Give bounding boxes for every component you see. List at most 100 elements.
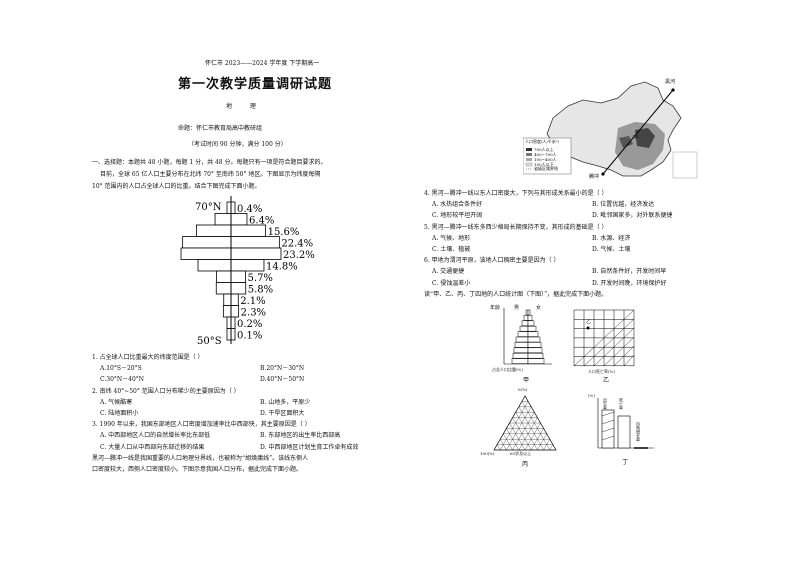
left-question-line: A.10°S－20°S B.20°N－30°N <box>92 363 412 374</box>
pyramid-bar <box>521 320 529 327</box>
school-year-line: 怀仁市 2023——2024 学年度 下学期高一 <box>205 60 320 67</box>
grid-diagonal <box>573 309 635 367</box>
ding-bar2-label: 死亡率 <box>619 398 624 410</box>
pyramid-chart-jia <box>503 308 552 365</box>
triangle-grid-line <box>503 433 513 451</box>
latitude-bar-label: 2.3% <box>241 308 266 319</box>
right-question-text: 读“甲、乙、丙、丁四地的人口统计图（下图）”，据此完成下面小题。 <box>424 290 608 298</box>
latitude-bar-label: 6.4% <box>249 216 274 227</box>
latitude-bar-label: 0.1% <box>237 331 262 342</box>
exam-time: （考试时间 90 分钟，满分 100 分） <box>188 141 287 148</box>
yi-point-label: 乙 <box>586 319 592 325</box>
latitude-bar-label: 5.8% <box>248 285 273 296</box>
left-question-text: A. 中西部地区人口的自然增长率比东部低 <box>100 432 211 440</box>
right-question-text: 4. 黑河—腾冲一线以东人口密度大，下列与其形成关系最小的是（ ） <box>424 190 608 197</box>
yi-point <box>586 326 590 330</box>
china-population-map: 黑河 腾冲 甲 人口密度(人/千米²) 700人以上 400~700人 100~… <box>522 78 701 186</box>
caption-yi: 乙 <box>603 377 610 384</box>
questions-left: 1. 占全球人口比重最大的纬度范围是（ ） A.10°S－20°S B.20°N－3… <box>92 352 412 475</box>
latitude-bar-label: 23.2% <box>283 250 315 261</box>
ding-bar1-label: 出生率 <box>603 398 608 410</box>
grid-diagonal <box>613 345 635 367</box>
pyramid-female: 女 <box>536 305 542 311</box>
author: 命题：怀仁市教育局高中教研组 <box>178 125 263 132</box>
pyramid-xlabel: 占总人口比重(%) <box>492 367 523 372</box>
right-question-option-b: D. 气候、土壤 <box>592 245 631 253</box>
pyramid-bar <box>512 352 529 359</box>
left-question-option-b: B. 东部地区的出生率比西部高 <box>260 432 341 440</box>
latitude-bar-label: 22.4% <box>281 239 313 250</box>
left-question-option-b: B.20°N－30°N <box>260 365 305 373</box>
left-question-text: A.10°S－20°S <box>100 365 142 373</box>
bing-bottom: 65岁及以上 <box>510 451 532 456</box>
left-question-text: 黑河—腾冲一线是我国重要的人口地理分界线，也被称为“胡焕庸线”。该线东侧人 <box>92 454 309 462</box>
right-question-option-b: B. 位置优越，经济发达 <box>592 201 655 209</box>
left-question-text: C. 大量人口从中西部向东部迁移的结果 <box>100 443 205 451</box>
pyramid-bar <box>527 336 541 343</box>
latitude-bar-label: 14.8% <box>266 262 298 273</box>
left-question-text: 3. 1990 年以来，我国东部地区人口密度增加速率比中西部快，其主要原因是（ … <box>92 421 311 429</box>
right-question-option-b: B. 自然条件好，开发时间早 <box>592 268 667 276</box>
right-question-text: 5. 黑河—腾冲一线东多西少格局长期保持不变，其形成的基础是（ ） <box>424 223 608 231</box>
latitude-bar-label: 2.1% <box>240 296 265 307</box>
pyramid-bar <box>514 342 529 348</box>
intro-line-2: 10° 范围内的人口占全球人口的比重。结合下图完成下面小题。 <box>92 183 261 190</box>
pyramid-bar <box>527 309 531 316</box>
right-question-text: A. 气候、地形 <box>432 234 471 242</box>
right-question-line: 4. 黑河—腾冲一线以东人口密度大，下列与其形成关系最小的是（ ） <box>424 188 724 199</box>
right-question-text: C. 地形较平坦开阔 <box>432 212 483 220</box>
questions-right: 4. 黑河—腾冲一线以东人口密度大，下列与其形成关系最小的是（ ） A. 水热组合… <box>424 188 724 300</box>
top-latitude-label: 70°N <box>195 202 222 213</box>
triangle-grid-line <box>496 444 501 451</box>
left-question-option-b: D. 干旱区面积大 <box>260 409 305 417</box>
right-question-line: A. 交通便捷 B. 自然条件好，开发时间早 <box>424 266 724 277</box>
left-question-text: A. 气候酷寒 <box>100 398 133 406</box>
triangle-grid-line <box>518 406 544 451</box>
pyramid-ylabel: 年龄 <box>490 305 501 311</box>
triangle-grid-line <box>521 401 550 451</box>
grid-diagonal <box>623 354 635 367</box>
right-question-text: A. 水热组合条件好 <box>432 201 483 209</box>
subject: 地 理 <box>226 103 264 110</box>
pyramid-bar <box>527 358 545 364</box>
pyramid-bar <box>519 325 529 332</box>
left-question-option-b: B. 山地多，平原少 <box>260 398 311 406</box>
pyramid-bar <box>527 347 543 354</box>
triangle-grid-line <box>524 422 541 451</box>
left-question-line: 黑河—腾冲一线是我国重要的人口地理分界线，也被称为“胡焕庸线”。该线东侧人 <box>92 453 412 464</box>
bar-chart-ding <box>597 398 654 449</box>
left-question-line: A. 气候酷寒 B. 山地多，平原少 <box>92 397 412 408</box>
bing-top: 0(%) <box>518 387 528 392</box>
right-question-text: C. 侵蚀温差小 <box>432 279 471 287</box>
right-question-line: A. 水热组合条件好 B. 位置优越，经济发达 <box>424 199 724 210</box>
left-question-text: 1. 占全球人口比重最大的纬度范围是（ ） <box>92 354 204 361</box>
pyramid-bar <box>517 331 529 337</box>
left-question-text: 2. 南纬 40°~50° 范围人口分布稀少的主要原因为（ ） <box>92 387 240 395</box>
right-question-text: A. 交通便捷 <box>432 268 465 276</box>
left-question-line: 口密度较大，西侧人口密度较小。下图示意我国人口分布，据此完成下面小题。 <box>92 464 412 475</box>
left-question-text: C. 陆地面积小 <box>100 409 139 417</box>
pyramid-bar <box>523 315 529 321</box>
triangle-grid-line <box>512 412 535 451</box>
caption-jia: 甲 <box>523 377 530 384</box>
latitude-bar-label: 0.2% <box>237 319 262 330</box>
map-legend-5: 省级区域界线 <box>534 166 558 171</box>
pyramid-bar <box>527 352 544 359</box>
map-legend-1: 700人以上 <box>534 147 554 152</box>
pyramid-bar <box>527 342 542 348</box>
triangle-grid-line <box>515 412 538 451</box>
right-question-option-b: B. 水源、经济 <box>592 234 631 242</box>
left-question-line: 3. 1990 年以来，我国东部地区人口密度增加速率比中西部快，其主要原因是（ … <box>92 419 412 430</box>
map-drawing <box>522 81 698 179</box>
right-question-line: 读“甲、乙、丙、丁四地的人口统计图（下图）”，据此完成下面小题。 <box>424 289 724 300</box>
triangle-chart-bing <box>493 395 557 451</box>
map-legend-4: 100人以下 <box>534 162 554 167</box>
left-question-line: A. 中西部地区人口的自然增长率比东部低 B. 东部地区的出生率比西部高 <box>92 430 412 441</box>
right-question-text: C. 土壤、植被 <box>432 245 471 253</box>
grid-diagonal <box>583 318 635 367</box>
triangle-grid-line <box>500 401 529 451</box>
triangle-grid-line <box>509 422 526 451</box>
